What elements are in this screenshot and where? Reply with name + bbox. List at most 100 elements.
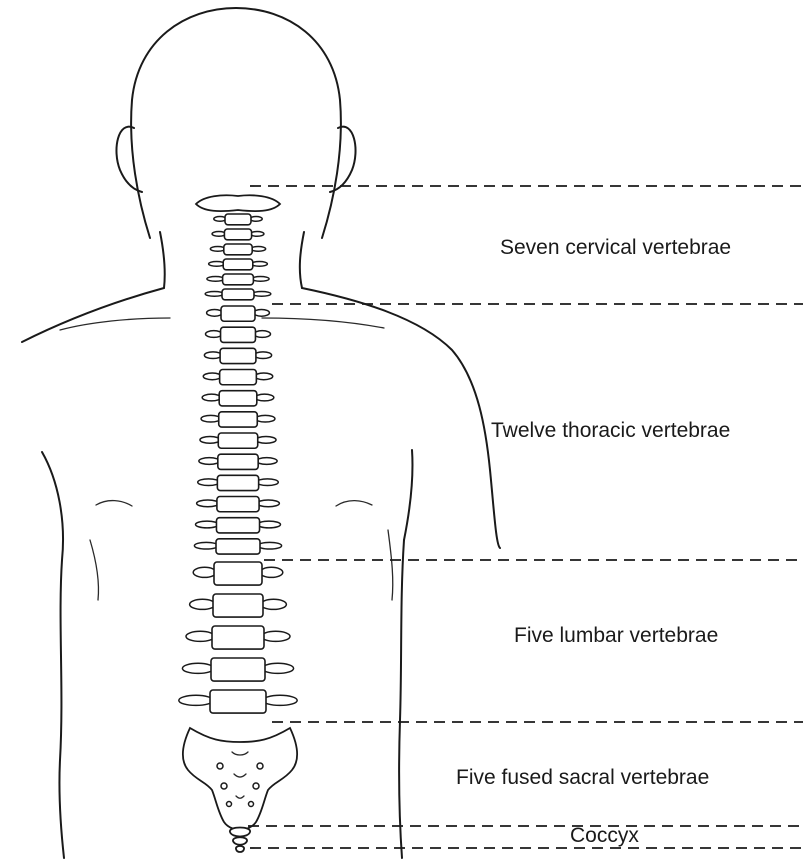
thoracic-process-left <box>196 521 219 528</box>
cervical-vertebra <box>223 274 254 285</box>
cervical-process-right <box>251 246 266 251</box>
right-arm-inner <box>404 450 413 540</box>
atlas-vertebra <box>196 195 280 211</box>
torso-right <box>399 540 404 858</box>
coccyx-segment <box>236 846 244 852</box>
cervical-process-left <box>212 231 226 236</box>
torso-left <box>42 452 64 858</box>
back-crease-left <box>60 318 170 330</box>
coccyx-segment <box>233 837 247 845</box>
right-flank-crease <box>388 530 393 600</box>
sacral-foramen <box>253 783 259 789</box>
lumbar-process-left <box>182 663 213 673</box>
lumbar-vertebra <box>210 690 266 713</box>
thoracic-process-right <box>257 500 279 507</box>
lumbar-process-right <box>261 631 290 641</box>
thoracic-vertebra <box>221 306 255 321</box>
lumbar-process-left <box>186 631 215 641</box>
lumbar-process-left <box>190 599 216 609</box>
thoracic-vertebra <box>217 497 259 512</box>
cervical-process-left <box>205 291 223 296</box>
thoracic-process-right <box>256 458 277 465</box>
thoracic-vertebra <box>221 327 256 342</box>
sacral-foramen <box>227 802 232 807</box>
cervical-vertebra <box>225 214 251 225</box>
cervical-process-left <box>209 261 225 266</box>
left-flank-crease <box>90 540 99 600</box>
lumbar-vertebra <box>213 594 263 617</box>
thoracic-process-left <box>199 458 220 465</box>
thoracic-process-left <box>197 500 219 507</box>
thoracic-process-left <box>204 352 221 359</box>
thoracic-process-right <box>256 415 275 422</box>
sacral-foramen <box>249 802 254 807</box>
cervical-process-left <box>207 276 224 281</box>
right-chest-fold <box>336 501 372 506</box>
thoracic-vertebra <box>219 412 258 427</box>
thoracic-process-right <box>256 437 276 444</box>
lumbar-process-left <box>193 567 216 577</box>
thoracic-process-left <box>200 437 220 444</box>
thoracic-vertebra <box>220 370 257 385</box>
thoracic-vertebra <box>218 433 257 448</box>
lumbar-vertebra <box>212 626 264 649</box>
lumbar-process-left <box>179 695 213 705</box>
cervical-process-left <box>210 246 225 251</box>
lumbar-process-right <box>263 695 297 705</box>
sacral-foramen <box>257 763 263 769</box>
cervical-vertebra <box>223 259 253 270</box>
thoracic-process-right <box>254 352 271 359</box>
thoracic-process-right <box>257 521 280 528</box>
lumbar-process-right <box>261 599 287 609</box>
vertebral-column <box>179 195 297 713</box>
cervical-process-right <box>252 291 270 296</box>
thoracic-process-left <box>198 479 220 486</box>
thoracic-vertebra <box>218 454 258 469</box>
body-outline <box>22 8 500 858</box>
cervical-process-right <box>250 231 264 236</box>
thoracic-vertebra <box>220 348 256 363</box>
back-crease-right <box>262 318 384 328</box>
label-thoracic: Twelve thoracic vertebrae <box>491 419 730 442</box>
neck-left <box>160 232 165 288</box>
label-sacral: Five fused sacral vertebrae <box>456 766 709 789</box>
thoracic-process-right <box>258 542 282 549</box>
lumbar-vertebra <box>214 562 262 585</box>
thoracic-process-left <box>194 542 218 549</box>
thoracic-process-right <box>255 373 273 380</box>
label-coccyx: Coccyx <box>570 824 639 847</box>
shoulder-right <box>302 288 500 548</box>
cervical-process-right <box>251 261 267 266</box>
thoracic-process-left <box>201 415 220 422</box>
shoulder-left <box>22 288 164 342</box>
lumbar-process-right <box>262 663 293 673</box>
thoracic-process-left <box>207 310 223 317</box>
lumbar-vertebra <box>211 658 265 681</box>
sacral-foramen <box>221 783 227 789</box>
thoracic-vertebra <box>219 391 257 406</box>
thoracic-process-left <box>205 331 222 338</box>
cervical-vertebra <box>222 289 254 300</box>
thoracic-vertebra <box>216 539 260 554</box>
left-ear <box>116 127 142 192</box>
thoracic-process-right <box>254 331 271 338</box>
sacrum-outline <box>183 728 297 830</box>
sacral-foramen <box>217 763 223 769</box>
left-chest-fold <box>96 501 132 506</box>
coccyx-bone <box>230 828 250 853</box>
thoracic-process-left <box>202 394 221 401</box>
coccyx-segment <box>230 828 250 837</box>
lumbar-process-right <box>260 567 283 577</box>
thoracic-process-left <box>203 373 221 380</box>
right-ear <box>330 127 356 192</box>
sacrum <box>183 728 297 830</box>
region-dividers <box>248 186 803 848</box>
label-cervical: Seven cervical vertebrae <box>500 236 731 259</box>
cervical-vertebra <box>224 244 252 255</box>
thoracic-vertebra <box>216 518 259 533</box>
thoracic-process-right <box>257 479 279 486</box>
thoracic-vertebra <box>217 475 258 490</box>
thoracic-process-right <box>255 394 274 401</box>
thoracic-process-right <box>254 310 270 317</box>
